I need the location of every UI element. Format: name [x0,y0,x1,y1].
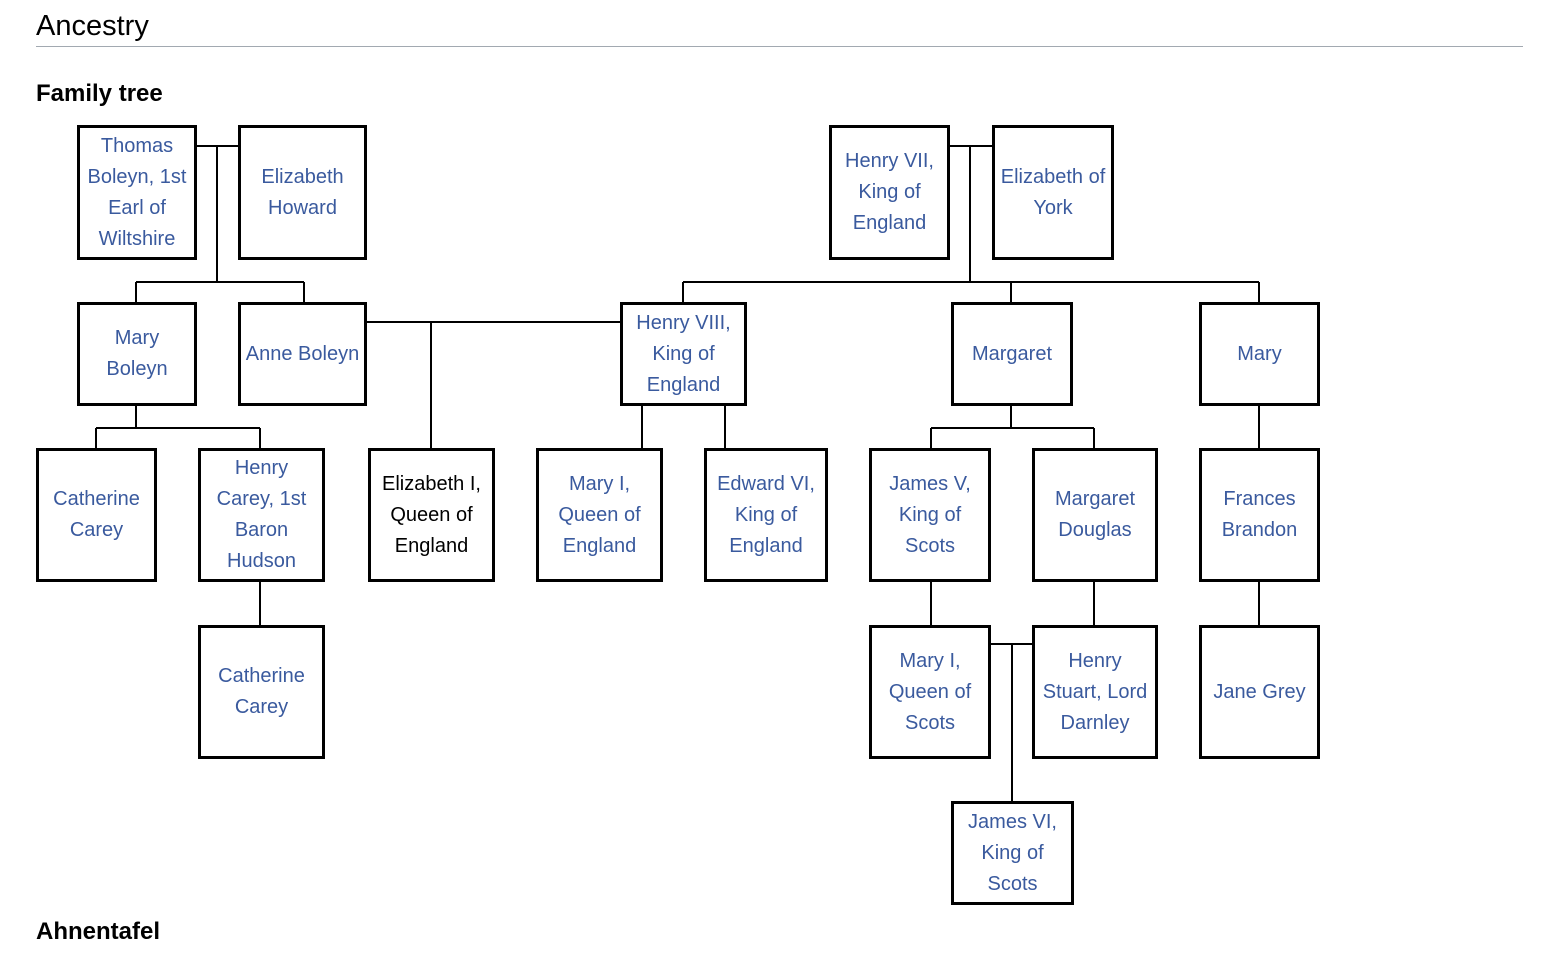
person-mary-boleyn: Mary Boleyn [77,302,197,406]
person-link[interactable]: Catherine Carey [53,488,140,541]
person-thomas-boleyn: Thomas Boleyn, 1st Earl of Wiltshire [77,125,197,260]
person-link[interactable]: Frances Brandon [1221,488,1298,541]
person-link[interactable]: Henry VII, King of England [845,150,934,234]
person-margaret-douglas: Margaret Douglas [1032,448,1158,582]
person-link[interactable]: Edward VI, King of England [717,472,815,557]
person-link[interactable]: Mary [1237,342,1282,365]
person-frances-brandon: Frances Brandon [1199,448,1320,582]
person-margaret: Margaret [951,302,1073,406]
person-link[interactable]: Henry VIII, King of England [636,311,731,396]
person-elizabeth-i: Elizabeth I, Queen of England [368,448,495,582]
section-divider [36,46,1523,47]
person-link[interactable]: James VI, King of Scots [968,810,1057,895]
person-elizabeth-howard: Elizabeth Howard [238,125,367,260]
person-link[interactable]: Elizabeth Howard [261,165,344,219]
person-link[interactable]: Catherine Carey [218,665,305,718]
person-henry-vii: Henry VII, King of England [829,125,950,260]
person-henry-carey: Henry Carey, 1st Baron Hudson [198,448,325,582]
person-link[interactable]: James V, King of Scots [889,472,971,557]
person-catherine-carey-junior: Catherine Carey [198,625,325,759]
person-edward-vi: Edward VI, King of England [704,448,828,582]
person-james-vi: James VI, King of Scots [951,801,1074,905]
person-label: Elizabeth I, Queen of England [382,472,481,557]
person-mary-i-england: Mary I, Queen of England [536,448,663,582]
ahnentafel-heading: Ahnentafel [36,918,161,945]
person-link[interactable]: Mary I, Queen of England [558,472,641,557]
person-link[interactable]: Margaret Douglas [1054,488,1136,541]
person-link[interactable]: Mary I, Queen of Scots [888,649,972,734]
person-james-v: James V, King of Scots [869,448,991,582]
person-henry-stuart: Henry Stuart, Lord Darnley [1032,625,1158,759]
person-anne-boleyn: Anne Boleyn [238,302,367,406]
person-catherine-carey: Catherine Carey [36,448,157,582]
person-link[interactable]: Thomas Boleyn, 1st Earl of Wiltshire [87,134,187,250]
section-title-ancestry: Ancestry [36,10,149,42]
person-link[interactable]: Anne Boleyn [245,342,360,365]
person-elizabeth-of-york: Elizabeth of York [992,125,1114,260]
person-link[interactable]: Jane Grey [1213,680,1306,703]
person-link[interactable]: Henry Carey, 1st Baron Hudson [216,457,307,572]
family-tree-heading: Family tree [36,80,163,107]
person-link[interactable]: Margaret [971,342,1053,365]
person-link[interactable]: Mary Boleyn [106,327,168,380]
person-jane-grey: Jane Grey [1199,625,1320,759]
person-henry-viii: Henry VIII, King of England [620,302,747,406]
person-mary-tudor: Mary [1199,302,1320,406]
person-mary-queen-of-scots: Mary I, Queen of Scots [869,625,991,759]
person-link[interactable]: Henry Stuart, Lord Darnley [1042,649,1148,734]
person-link[interactable]: Elizabeth of York [1000,165,1106,219]
